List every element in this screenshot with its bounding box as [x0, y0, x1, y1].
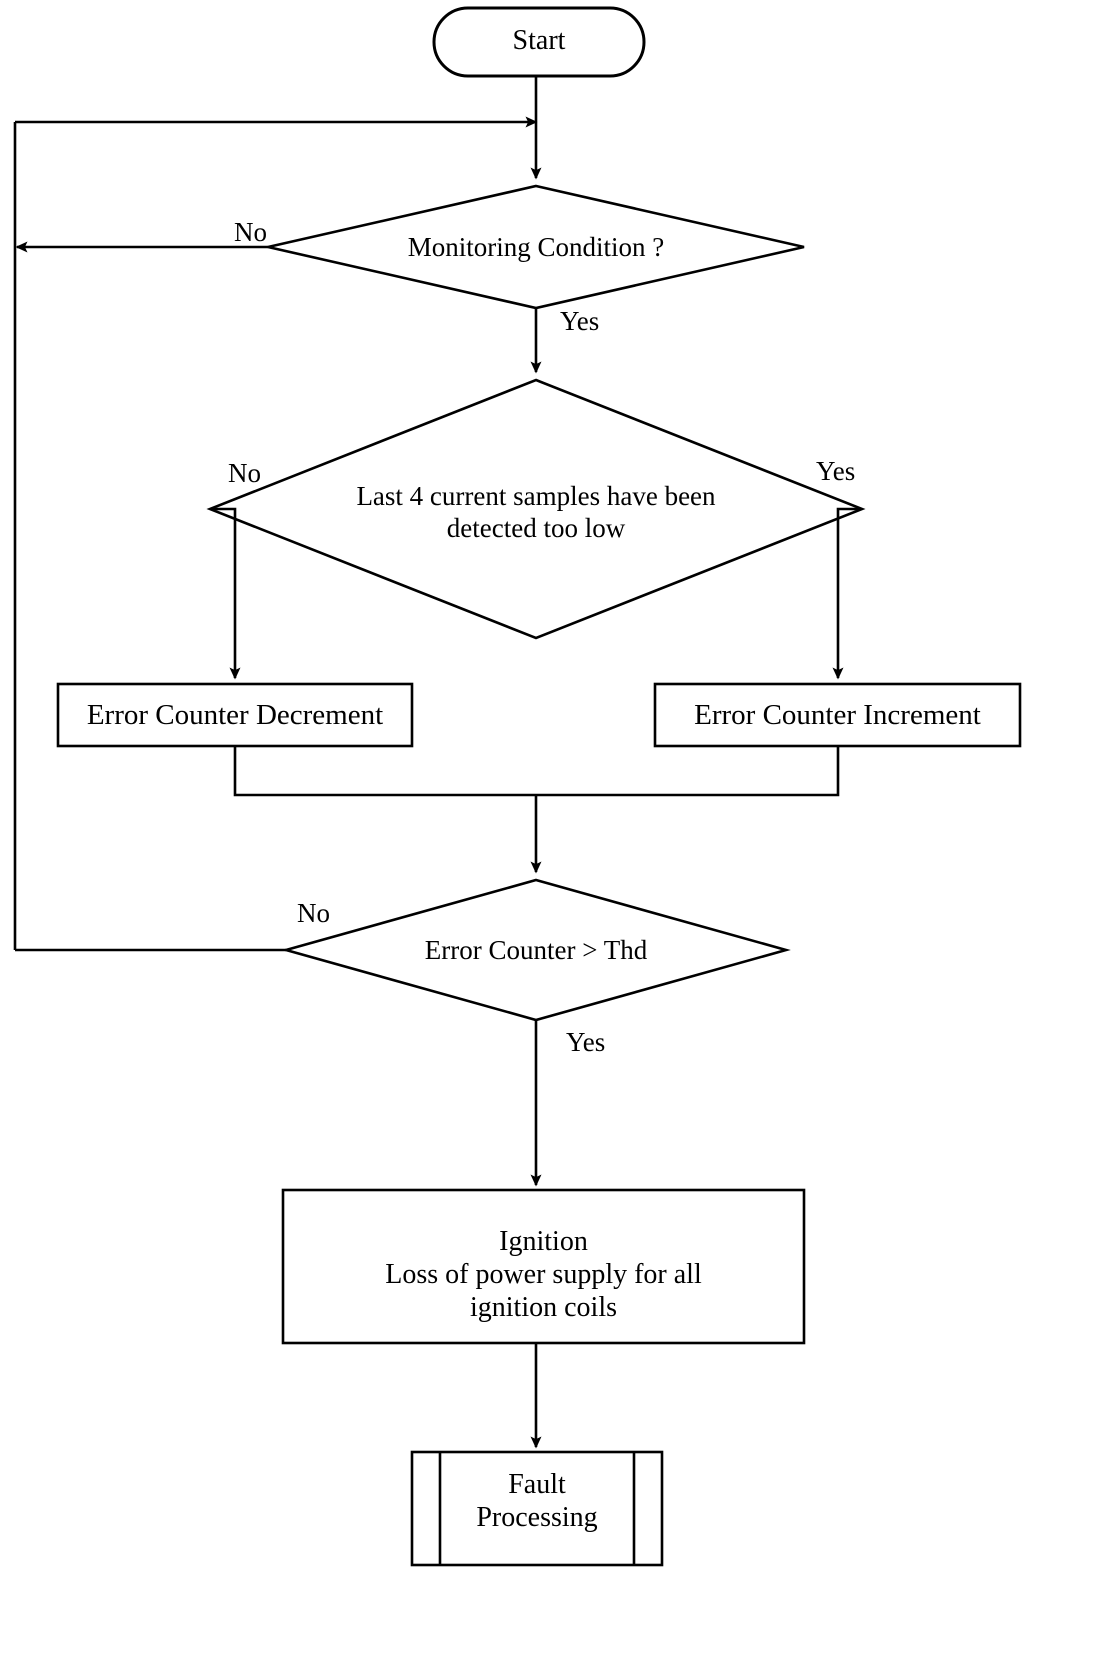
edge-label-threshold-yes: Yes [566, 1027, 606, 1057]
monitoring-condition-shape [267, 184, 805, 310]
edge-label-monitoring-yes: Yes [560, 306, 600, 336]
counter-increment-shape [653, 682, 1022, 748]
edge-label-threshold-no: No [297, 898, 330, 928]
counter-threshold-shape [281, 878, 791, 1022]
start-shape [432, 6, 646, 78]
edge-label-samples-no: No [228, 458, 261, 488]
edge-samples-yes [832, 507, 862, 680]
ignition-shape [281, 1188, 806, 1345]
edge-merge-branches [233, 746, 840, 797]
edge-label-monitoring-no: No [234, 217, 267, 247]
samples-low-shape [206, 378, 866, 640]
counter-decrement-shape [56, 682, 414, 748]
edge-label-samples-yes: Yes [816, 456, 856, 486]
fault-processing-shape [410, 1450, 664, 1567]
edge-samples-no [210, 507, 241, 680]
